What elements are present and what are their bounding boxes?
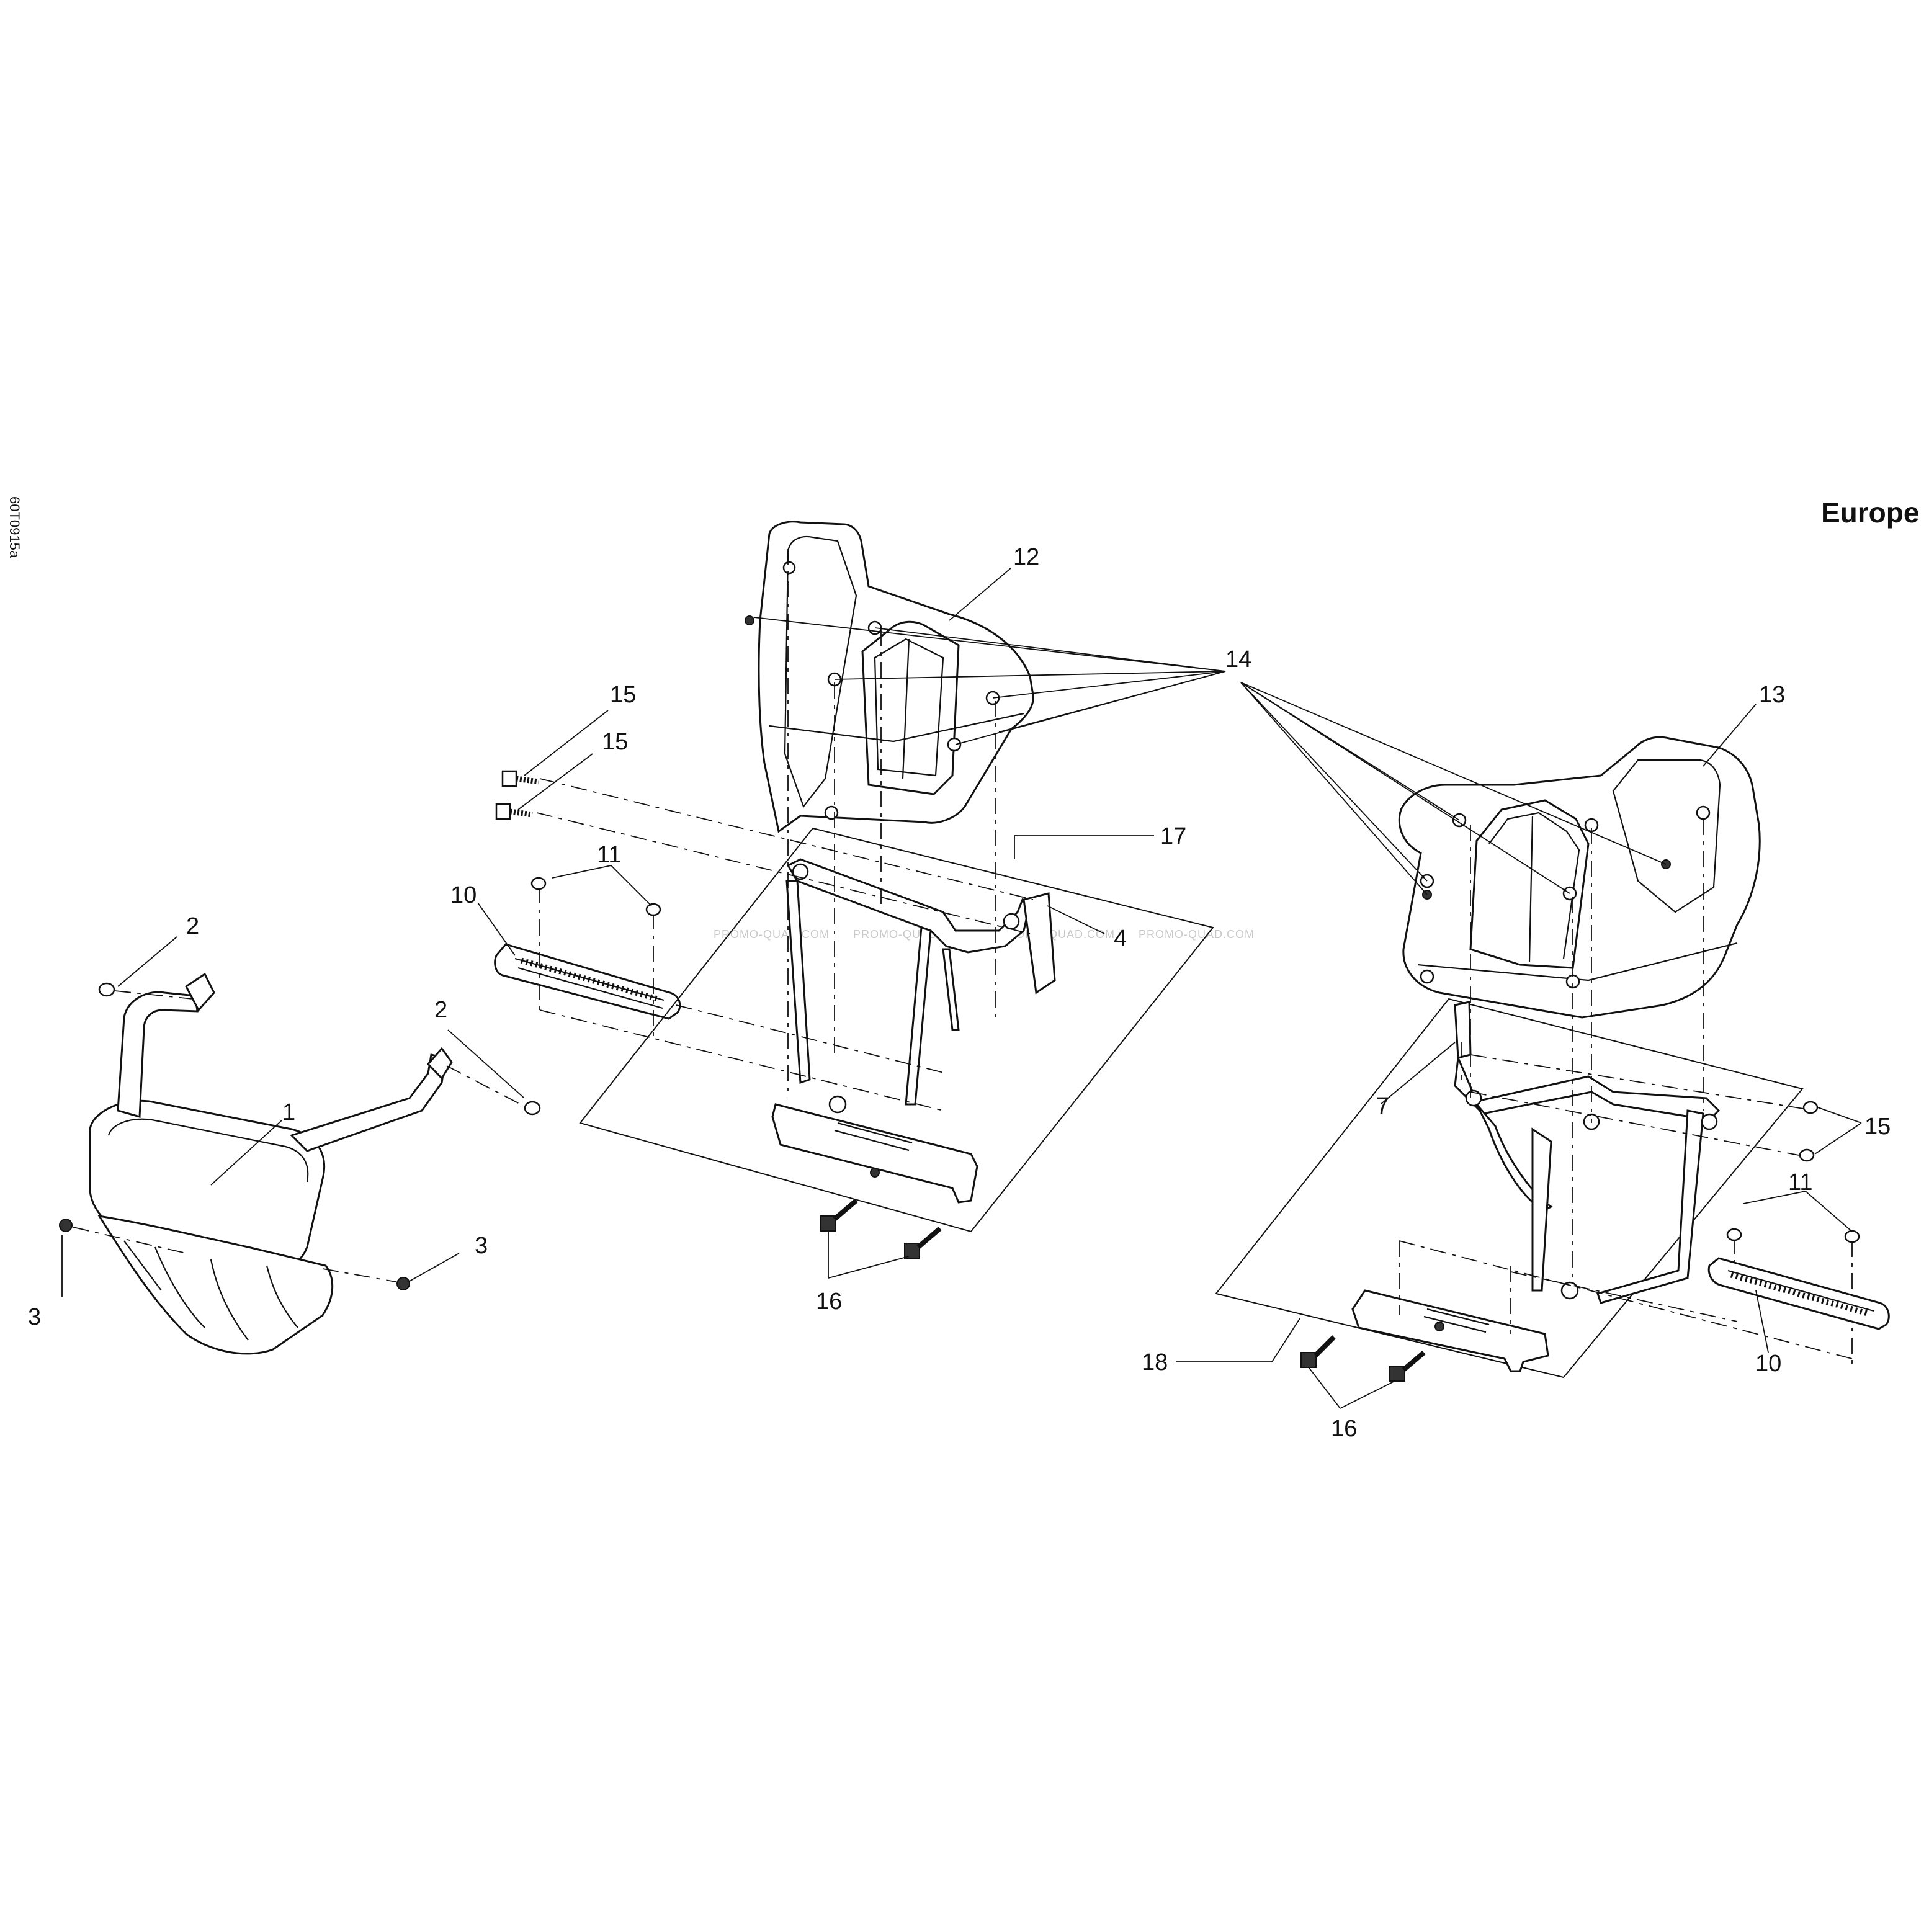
callout-16: 16 — [816, 1289, 842, 1315]
callout-15: 15 — [610, 682, 636, 708]
screw-icon — [530, 877, 547, 890]
left-footrest — [494, 943, 681, 1020]
bolt-icon — [1300, 1335, 1336, 1368]
callout-11: 11 — [1788, 1169, 1812, 1196]
left-assembly-lines — [536, 549, 1034, 1111]
callout-14: 14 — [1225, 646, 1251, 673]
region-label: Europe — [1821, 496, 1919, 529]
rivet-icon — [745, 615, 754, 625]
callout-15: 15 — [602, 729, 628, 755]
screw-icon — [59, 1219, 73, 1232]
left-mount-bracket — [579, 827, 1214, 1233]
callout-11: 11 — [597, 842, 621, 868]
right-footrest — [1707, 1257, 1890, 1330]
bolt-icon — [1389, 1350, 1426, 1382]
callout-16: 16 — [1331, 1416, 1357, 1442]
bolt-icon — [501, 770, 539, 787]
callout-7: 7 — [1376, 1093, 1389, 1119]
watermark-4: PROMO-QUAD.COM — [1139, 928, 1255, 941]
screw-icon — [396, 1277, 410, 1290]
bolt-icon — [1802, 1101, 1819, 1114]
callout-2: 2 — [186, 913, 199, 939]
left-hardware — [495, 770, 942, 1259]
screw-icon — [1726, 1228, 1742, 1241]
left-fender — [745, 521, 1034, 833]
callout-13: 13 — [1759, 682, 1785, 708]
bolt-icon — [495, 803, 533, 820]
callout-1: 1 — [282, 1099, 295, 1125]
bolt-icon — [904, 1226, 942, 1259]
bolt-icon — [98, 982, 115, 997]
callout-3: 3 — [475, 1233, 488, 1259]
bolt-icon — [524, 1101, 541, 1116]
callout-10: 10 — [450, 882, 477, 908]
front-bumper — [89, 972, 453, 1355]
callout-17: 17 — [1160, 823, 1186, 849]
callout-10: 10 — [1755, 1351, 1781, 1377]
callout-3: 3 — [28, 1304, 41, 1330]
callout-18: 18 — [1142, 1349, 1168, 1375]
callout-2: 2 — [434, 997, 447, 1023]
screw-icon — [645, 903, 661, 916]
leader-lines — [61, 567, 1862, 1409]
drawing-code: 60T0915a — [7, 496, 22, 558]
right-hardware — [1300, 1101, 1860, 1382]
callout-4: 4 — [1114, 926, 1127, 952]
right-mount-bracket — [1215, 998, 1804, 1379]
watermark-1: PROMO-QUAD.COM — [714, 928, 830, 941]
bolt-icon — [820, 1198, 858, 1232]
callout-15: 15 — [1864, 1114, 1891, 1140]
callouts: 1 2 2 3 3 4 7 10 10 11 11 12 13 14 15 15… — [28, 544, 1891, 1442]
callout-12: 12 — [1013, 544, 1039, 570]
right-fender — [1398, 736, 1761, 1019]
bolt-icon — [1799, 1148, 1815, 1162]
screw-icon — [1844, 1230, 1860, 1243]
bumper-hardware — [59, 982, 541, 1290]
